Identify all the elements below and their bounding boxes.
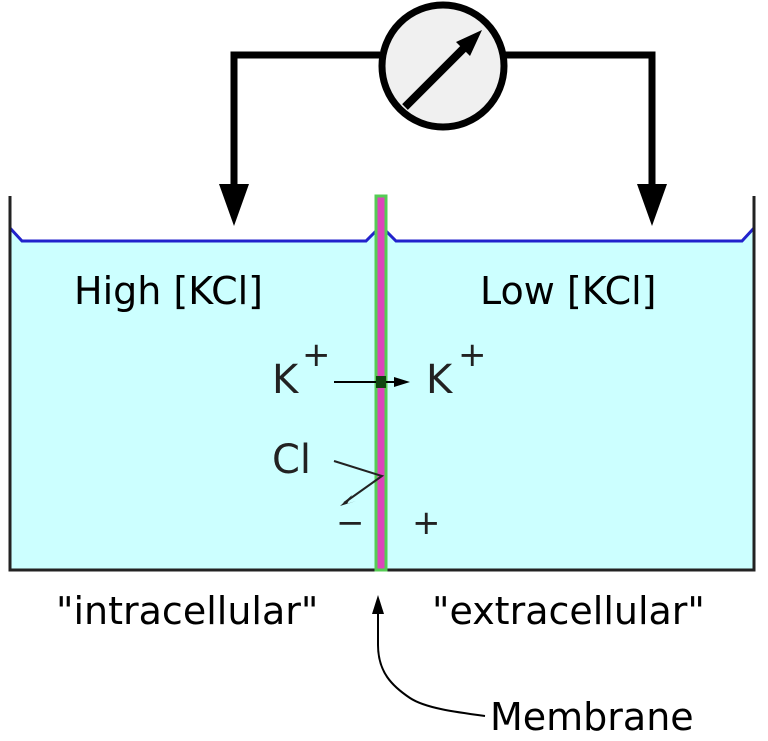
k-channel-dot bbox=[376, 376, 386, 388]
voltmeter-icon bbox=[378, 1, 508, 131]
electrode-arrow-left bbox=[219, 184, 249, 226]
circuit-wire-left bbox=[230, 51, 380, 188]
extracellular-label: "extracellular" bbox=[432, 589, 705, 633]
cl-reflect-arrowhead bbox=[340, 495, 356, 506]
potassium-ion-left: K bbox=[272, 357, 299, 403]
membrane-label: Membrane bbox=[490, 695, 694, 739]
potassium-ion-right-charge: + bbox=[458, 335, 487, 375]
cl-reflect-arrow bbox=[333, 460, 385, 504]
membrane-pointer-arrowhead bbox=[372, 595, 384, 614]
circuit-wire-right bbox=[505, 51, 656, 188]
negative-charge-label: − bbox=[336, 503, 365, 543]
positive-charge-label: + bbox=[412, 503, 441, 543]
left-compartment-label: High [KCl] bbox=[74, 269, 263, 313]
chloride-ion-label: Cl bbox=[272, 437, 312, 483]
k-flux-arrowhead bbox=[394, 377, 410, 387]
potassium-ion-right: K bbox=[426, 357, 453, 403]
membrane-pointer-arrow bbox=[377, 610, 486, 717]
right-compartment-label: Low [KCl] bbox=[480, 269, 657, 313]
intracellular-label: "intracellular" bbox=[56, 589, 319, 633]
potassium-ion-left-charge: + bbox=[302, 335, 331, 375]
electrode-arrow-right bbox=[637, 184, 667, 226]
